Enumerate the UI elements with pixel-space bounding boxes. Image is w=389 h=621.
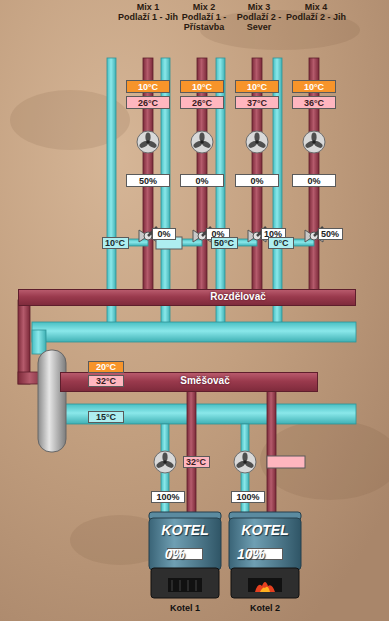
circuit-title: Mix 2 bbox=[177, 2, 231, 12]
circuit-title: Podlaží 2 - Sever bbox=[231, 12, 287, 32]
value-text: 0% bbox=[195, 176, 208, 186]
boiler-name: Kotel 1 bbox=[170, 603, 200, 613]
circuit-title: Mix 1 bbox=[113, 2, 183, 12]
value-text: 10°C bbox=[192, 82, 212, 92]
setpoint-value: 10°C bbox=[292, 80, 336, 93]
header-pipe: Rozdělovač bbox=[18, 289, 356, 306]
value-text: 50% bbox=[321, 229, 339, 239]
temperature-value: 26°C bbox=[180, 96, 224, 109]
setpoint-value: 10°C bbox=[235, 80, 279, 93]
circuit-title: Mix 3 bbox=[231, 2, 287, 12]
value-text: 0% bbox=[307, 176, 320, 186]
boiler: KOTEL Kotel 2 10% bbox=[227, 508, 303, 618]
percent-value: 100% bbox=[151, 491, 185, 503]
circuit-title: Podlaží 1 - Jih bbox=[108, 12, 188, 22]
circuit-title: Podlaží 2 - Jih bbox=[276, 12, 356, 22]
percent-value: 10% bbox=[247, 548, 283, 560]
percent-value: 0% bbox=[152, 228, 176, 240]
value-text: 0% bbox=[165, 546, 185, 562]
value-text: 10°C bbox=[247, 82, 267, 92]
temperature-value: 32°C bbox=[88, 375, 124, 387]
circuit-title: Mix 4 bbox=[281, 2, 351, 12]
value-text: 10°C bbox=[105, 238, 125, 248]
value-text: 10°C bbox=[138, 82, 158, 92]
value-text: 0% bbox=[157, 229, 170, 239]
temperature-value: 32°C bbox=[183, 456, 210, 468]
return-temperature-value: 10°C bbox=[102, 237, 129, 249]
boiler-brand: KOTEL bbox=[241, 522, 288, 538]
value-text: 100% bbox=[156, 492, 179, 502]
setpoint-value: 10°C bbox=[126, 80, 170, 93]
percent-value: 100% bbox=[231, 491, 265, 503]
circuit-title: Podlaží 1 - Přístavba bbox=[177, 12, 231, 32]
percent-value: 0% bbox=[180, 174, 224, 187]
percent-value: 0% bbox=[292, 174, 336, 187]
temperature-value: 37°C bbox=[235, 96, 279, 109]
value-text: 50% bbox=[139, 176, 157, 186]
setpoint-value: 20°C bbox=[88, 361, 124, 373]
value-text: Rozdělovač bbox=[210, 292, 266, 302]
value-text: 10% bbox=[237, 546, 265, 562]
value-text: 37°C bbox=[247, 98, 267, 108]
percent-value: 0% bbox=[235, 174, 279, 187]
temperature-value: 26°C bbox=[126, 96, 170, 109]
percent-value: 0% bbox=[167, 548, 203, 560]
percent-value: 50% bbox=[318, 228, 343, 240]
value-text: 0% bbox=[250, 176, 263, 186]
value-text: 20°C bbox=[96, 362, 116, 372]
return-temperature-value: 0°C bbox=[268, 237, 294, 249]
return-temperature-value: 50°C bbox=[211, 237, 238, 249]
boiler-body bbox=[149, 512, 301, 598]
value-text: 36°C bbox=[304, 98, 324, 108]
empty-value-box bbox=[267, 456, 305, 468]
value-text: 0°C bbox=[273, 238, 288, 248]
value-text: 100% bbox=[236, 492, 259, 502]
boiler-brand: KOTEL bbox=[161, 522, 208, 538]
value-text: 26°C bbox=[138, 98, 158, 108]
value-text: 15°C bbox=[96, 412, 116, 422]
value-text: 50°C bbox=[214, 238, 234, 248]
value-text: Směšovač bbox=[180, 376, 229, 386]
boiler-name: Kotel 2 bbox=[250, 603, 280, 613]
value-text: 26°C bbox=[192, 98, 212, 108]
temperature-value: 36°C bbox=[292, 96, 336, 109]
return-temperature-value: 15°C bbox=[88, 411, 124, 423]
setpoint-value: 10°C bbox=[180, 80, 224, 93]
value-text: 10°C bbox=[304, 82, 324, 92]
value-text: 32°C bbox=[96, 376, 116, 386]
boiler: KOTEL Kotel 1 0% bbox=[147, 508, 223, 618]
percent-value: 50% bbox=[126, 174, 170, 187]
value-text: 32°C bbox=[186, 457, 206, 467]
